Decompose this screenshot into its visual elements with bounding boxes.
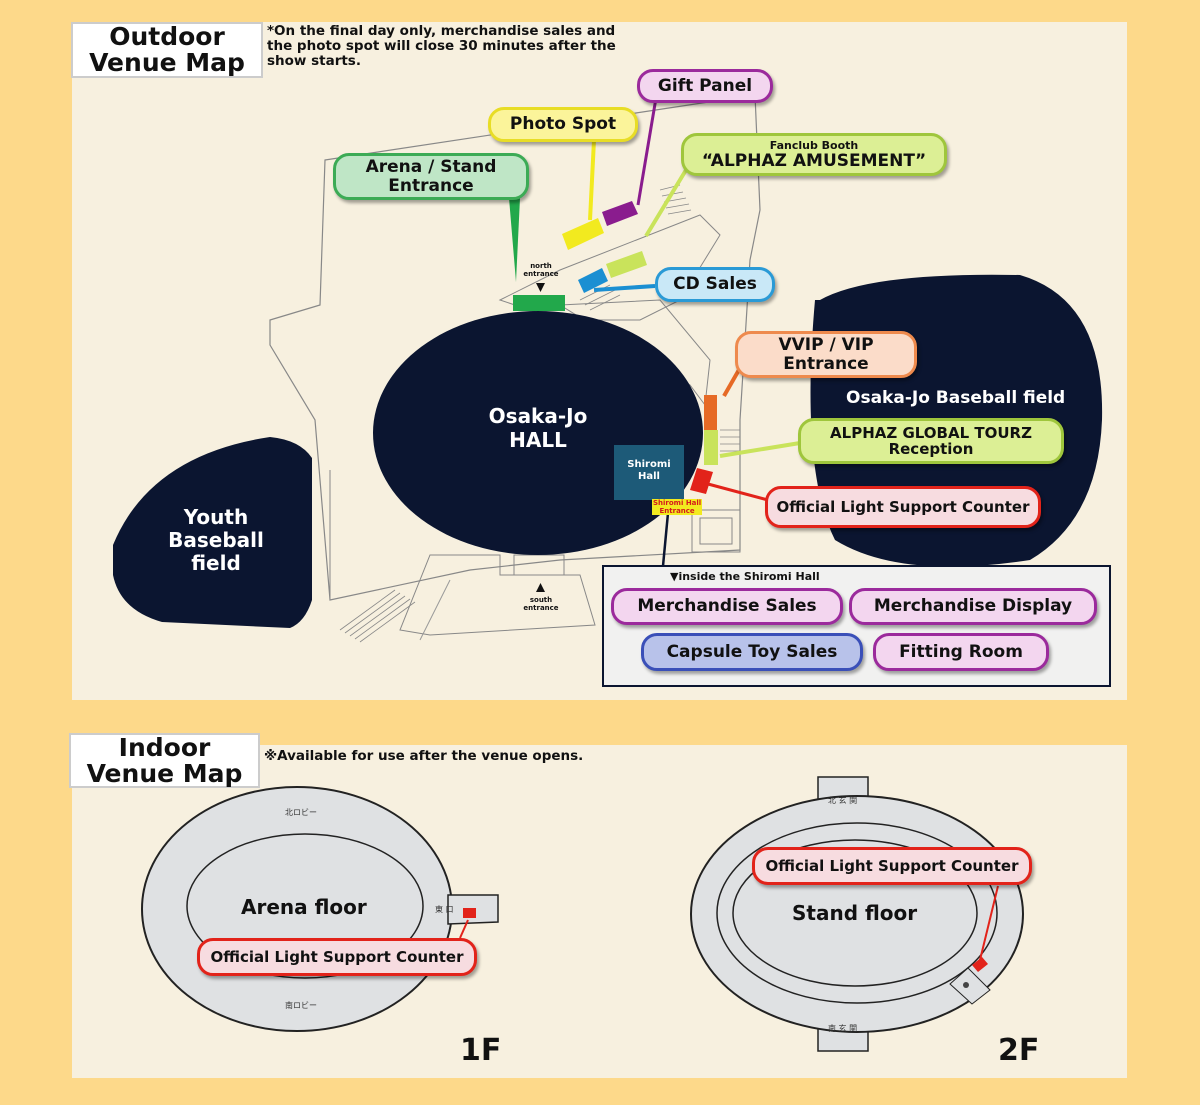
floor2-north-gate: 北 玄 関 bbox=[828, 796, 858, 805]
photo-spot-text: Photo Spot bbox=[509, 114, 617, 135]
floor1-north-lobby: 北ロビー bbox=[285, 808, 317, 817]
outdoor-title-line2: Venue Map bbox=[89, 48, 245, 78]
floor2-counter-marker bbox=[972, 957, 988, 972]
floor1-south-lobby: 南ロビー bbox=[285, 1001, 317, 1010]
shiromi-entrance-label: Shiromi Hall Entrance bbox=[652, 499, 703, 515]
north-entrance-line2: entrance bbox=[523, 270, 559, 278]
vvip-entrance-label[interactable]: VVIP / VIP Entrance bbox=[735, 331, 917, 378]
annex-building bbox=[691, 509, 741, 553]
north-entrance-line1: north bbox=[530, 262, 552, 270]
floor1-light-support-label[interactable]: Official Light Support Counter bbox=[197, 938, 477, 976]
gift-panel-marker bbox=[602, 201, 638, 226]
floor2-light-support-label[interactable]: Official Light Support Counter bbox=[752, 847, 1032, 885]
global-line1: ALPHAZ GLOBAL TOURZ bbox=[830, 423, 1032, 442]
cd-sales-text: CD Sales bbox=[673, 274, 757, 295]
floor2-counter-text: Official Light Support Counter bbox=[765, 856, 1019, 875]
youth-line3: field bbox=[191, 551, 241, 575]
baseball-field-label: Osaka-Jo Baseball field bbox=[846, 388, 1066, 408]
indoor-note: ※Available for use after the venue opens… bbox=[264, 748, 584, 764]
hall-line2: HALL bbox=[509, 428, 567, 452]
merchandise-sales-label[interactable]: Merchandise Sales bbox=[611, 588, 843, 625]
south-entrance-label: south entrance bbox=[516, 596, 566, 612]
global-tour-reception-label[interactable]: ALPHAZ GLOBAL TOURZ Reception bbox=[798, 418, 1064, 464]
south-entrance-line1: south bbox=[529, 596, 553, 604]
floor2-south-gate: 南 玄 関 bbox=[828, 1024, 858, 1033]
fitting-room-label[interactable]: Fitting Room bbox=[873, 633, 1049, 671]
shiromi-entrance-line2: Entrance bbox=[659, 507, 695, 515]
fanclub-booth-marker bbox=[606, 251, 647, 278]
stand-floor-label: Stand floor bbox=[792, 901, 918, 925]
shiromi-inside-heading: ▼inside the Shiromi Hall bbox=[670, 570, 820, 583]
indoor-title: Indoor Venue Map bbox=[69, 733, 260, 788]
shiromi-entrance-line1: Shiromi Hall bbox=[653, 499, 702, 507]
floor1-number: 1F bbox=[460, 1033, 502, 1068]
youth-line2: Baseball bbox=[168, 528, 264, 552]
fanclub-booth-label[interactable]: Fanclub Booth “ALPHAZ AMUSEMENT” bbox=[681, 133, 947, 176]
shiromi-hall-label: Shiromi Hall bbox=[614, 459, 684, 483]
merch-sales-text: Merchandise Sales bbox=[637, 596, 817, 617]
south-entrance-line2: entrance bbox=[523, 604, 559, 612]
site-outline bbox=[269, 94, 761, 601]
arena-floor-label: Arena floor bbox=[241, 895, 367, 919]
capsule-text: Capsule Toy Sales bbox=[666, 641, 838, 662]
arena-stand-entrance-label[interactable]: Arena / Stand Entrance bbox=[333, 153, 529, 200]
floor1-counter-marker bbox=[463, 908, 476, 918]
gift-panel-text: Gift Panel bbox=[657, 75, 753, 96]
arena-stand-line2: Entrance bbox=[388, 175, 474, 196]
shiromi-hall-line1: Shiromi bbox=[627, 459, 671, 470]
vvip-line2: Entrance bbox=[783, 353, 869, 374]
fanclub-small-text: Fanclub Booth bbox=[769, 139, 859, 153]
vvip-line1: VVIP / VIP bbox=[778, 334, 874, 355]
floor1-counter-text: Official Light Support Counter bbox=[210, 947, 464, 966]
floor1-east-exit-label: 東 口 bbox=[435, 905, 454, 914]
merch-display-text: Merchandise Display bbox=[873, 596, 1073, 617]
capsule-toy-sales-label[interactable]: Capsule Toy Sales bbox=[641, 633, 863, 671]
photo-spot-marker bbox=[562, 218, 604, 250]
shiromi-hall-line2: Hall bbox=[638, 471, 660, 482]
light-support-counter-label[interactable]: Official Light Support Counter bbox=[765, 486, 1041, 528]
photo-spot-label[interactable]: Photo Spot bbox=[488, 107, 638, 142]
merchandise-display-label[interactable]: Merchandise Display bbox=[849, 588, 1097, 625]
south-entrance-arrow bbox=[536, 583, 545, 592]
youth-baseball-field-shape bbox=[113, 437, 312, 628]
hall-line1: Osaka-Jo bbox=[488, 404, 588, 428]
gift-panel-label[interactable]: Gift Panel bbox=[637, 69, 773, 103]
arena-entrance-marker bbox=[513, 295, 565, 311]
global-tour-reception-marker bbox=[704, 430, 718, 465]
outdoor-title-line1: Outdoor bbox=[109, 22, 225, 51]
north-entrance-label: north entrance bbox=[516, 262, 566, 278]
light-support-marker bbox=[690, 468, 713, 494]
cd-sales-label[interactable]: CD Sales bbox=[655, 267, 775, 302]
global-line2: Reception bbox=[888, 440, 974, 458]
shiromi-hall-shape bbox=[614, 445, 684, 500]
cd-sales-marker bbox=[578, 268, 608, 293]
north-entrance-arrow bbox=[536, 283, 545, 292]
outdoor-title: Outdoor Venue Map bbox=[71, 22, 263, 78]
fanclub-big-text: “ALPHAZ AMUSEMENT” bbox=[701, 151, 927, 172]
youth-baseball-field-label: Youth Baseball field bbox=[140, 506, 292, 575]
indoor-title-line1: Indoor bbox=[118, 733, 211, 762]
youth-line1: Youth bbox=[183, 505, 249, 529]
arena-stand-line1: Arena / Stand bbox=[365, 156, 497, 177]
outdoor-note: *On the final day only, merchandise sale… bbox=[267, 23, 616, 69]
light-support-text: Official Light Support Counter bbox=[776, 497, 1030, 516]
south-walk bbox=[399, 554, 596, 636]
vvip-entrance-marker bbox=[704, 395, 717, 430]
fitting-text: Fitting Room bbox=[899, 641, 1023, 662]
osaka-jo-hall-label: Osaka-Jo HALL bbox=[448, 404, 628, 452]
floor2-number: 2F bbox=[998, 1033, 1040, 1068]
floor2-stair-block bbox=[949, 967, 991, 1005]
indoor-title-line2: Venue Map bbox=[86, 759, 243, 789]
